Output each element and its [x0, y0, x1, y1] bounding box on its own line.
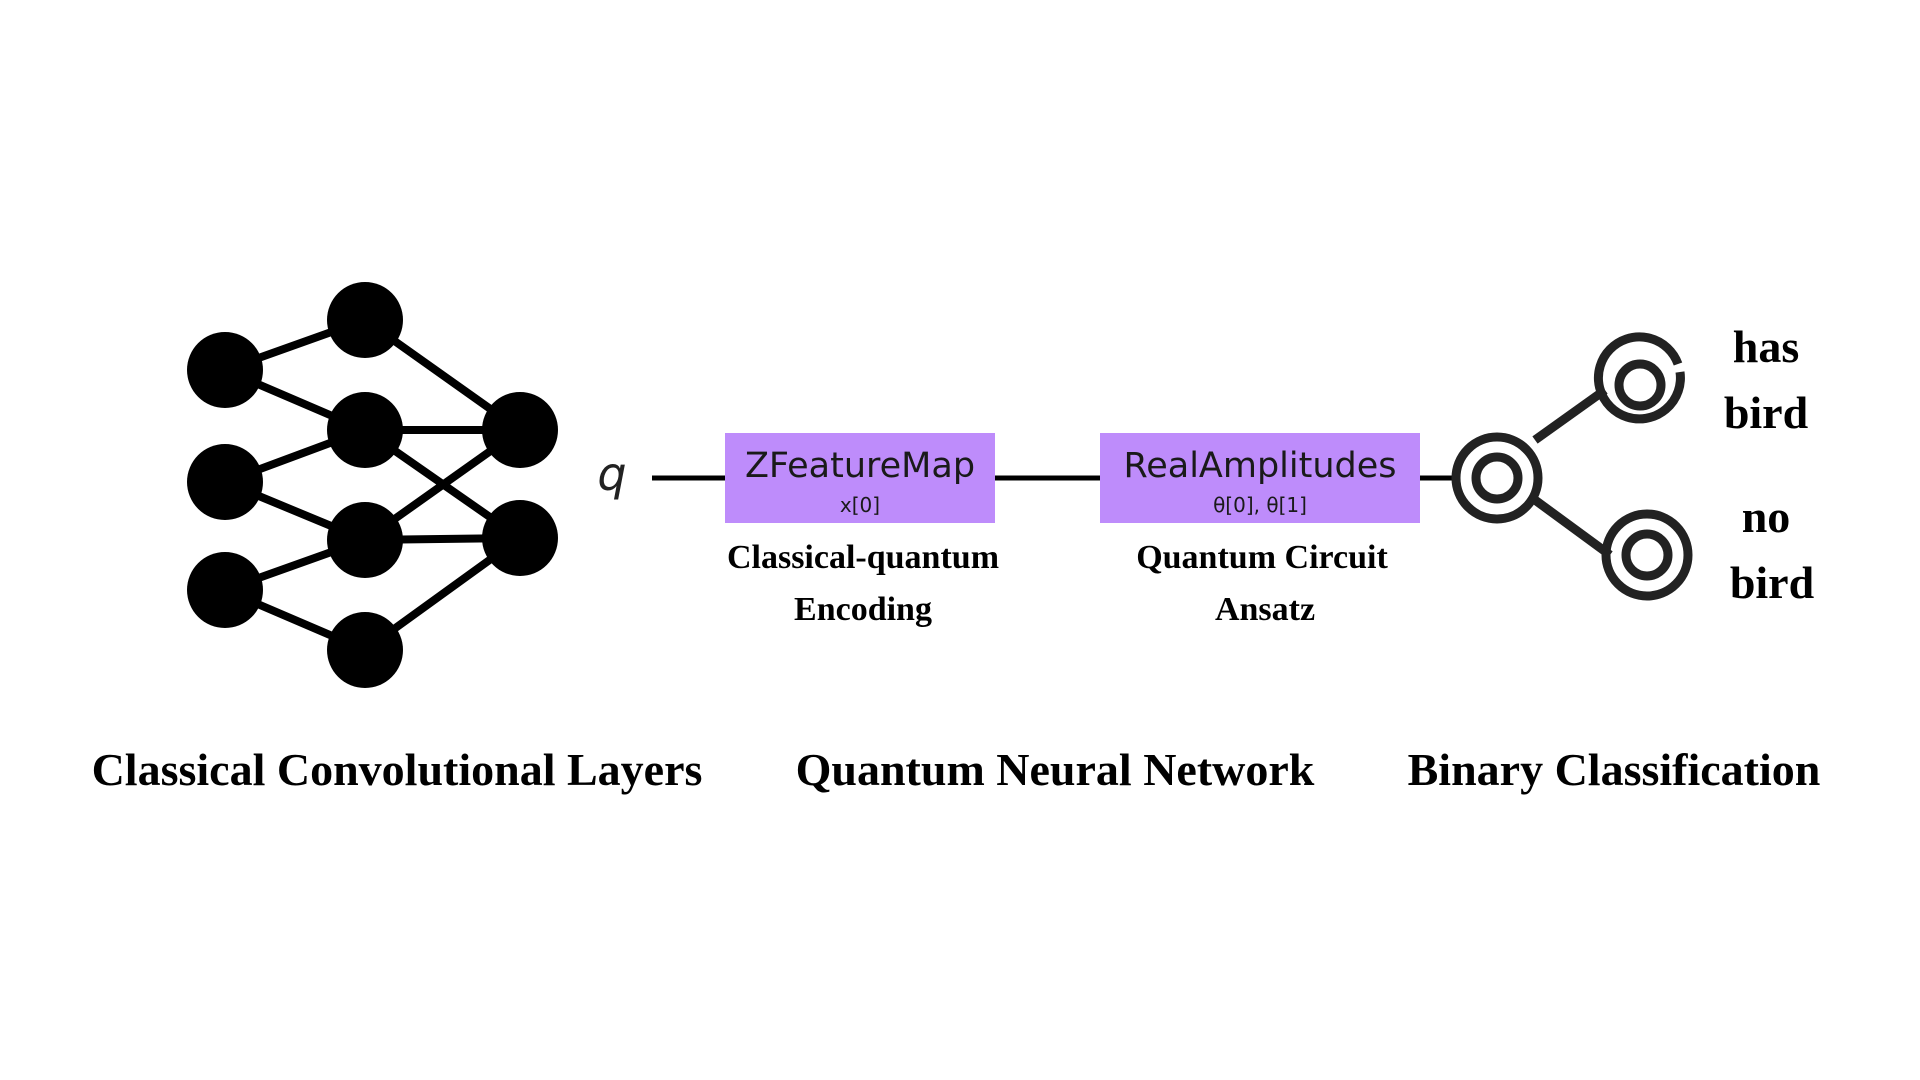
gate-params: x[0]	[840, 493, 880, 517]
gate-caption: Classical-quantum	[727, 539, 999, 576]
quantum-circuit: q ZFeatureMap x[0] RealAmplitudes θ[0], …	[597, 433, 1460, 628]
section-title-binary: Binary Classification	[1408, 744, 1821, 795]
output-node-has-bird	[1593, 332, 1685, 424]
root-node	[1451, 432, 1543, 524]
output-label: bird	[1724, 387, 1809, 438]
hidden-node	[327, 612, 403, 688]
gate-name: ZFeatureMap	[745, 446, 975, 486]
output-label: no	[1742, 491, 1791, 542]
input-node	[187, 552, 263, 628]
hidden-node	[327, 282, 403, 358]
output-node	[482, 392, 558, 468]
input-node	[187, 332, 263, 408]
input-node	[187, 444, 263, 520]
qubit-label: q	[597, 447, 626, 501]
output-node-no-bird	[1601, 509, 1693, 601]
gate-realamplitudes: RealAmplitudes θ[0], θ[1]	[1100, 433, 1420, 523]
gate-name: RealAmplitudes	[1123, 446, 1396, 486]
gate-zfeaturemap: ZFeatureMap x[0]	[725, 433, 995, 523]
output-label: bird	[1730, 557, 1815, 608]
section-title-quantum: Quantum Neural Network	[796, 744, 1315, 795]
gate-params: θ[0], θ[1]	[1213, 493, 1307, 517]
gate-caption: Ansatz	[1215, 591, 1315, 628]
gate-caption: Quantum Circuit	[1136, 539, 1388, 576]
hidden-node	[327, 502, 403, 578]
output-label: has	[1733, 321, 1799, 372]
neural-network-icon	[187, 282, 558, 688]
target-node-icon	[1451, 332, 1693, 601]
section-title-classical: Classical Convolutional Layers	[92, 744, 703, 795]
gate-caption: Encoding	[794, 591, 932, 628]
output-node	[482, 500, 558, 576]
hidden-node	[327, 392, 403, 468]
